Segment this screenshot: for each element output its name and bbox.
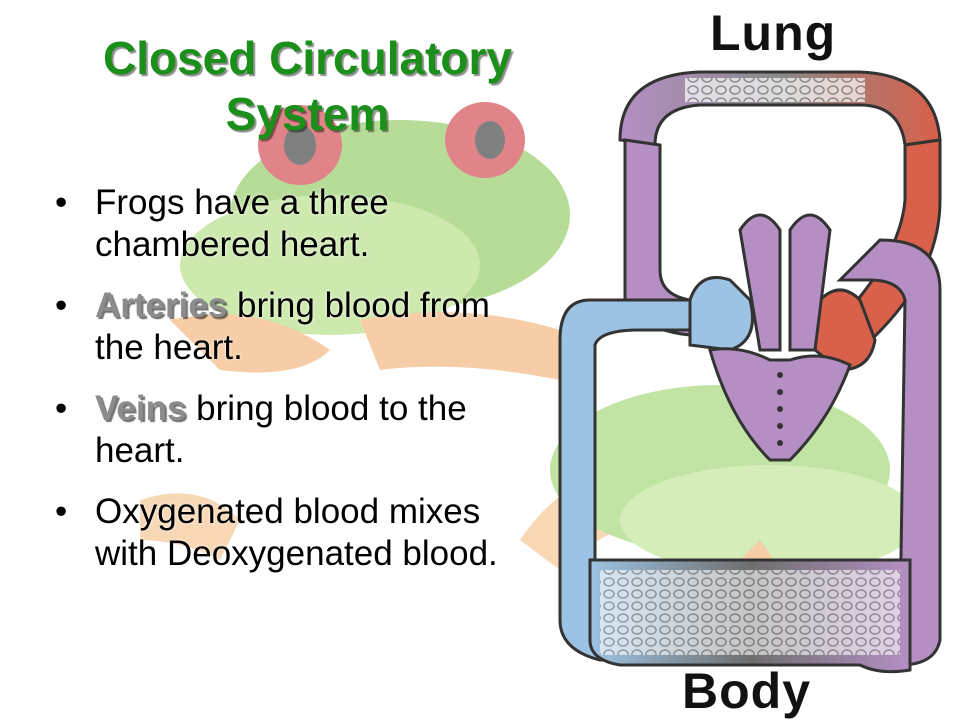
ventricle [708,347,852,462]
bullet-text: Oxygenated blood mixes with Deoxygenated… [95,492,498,573]
body-label: Body [682,663,811,719]
bullet-item: • Arteries bring blood from the heart. [55,285,525,369]
right-atrium [688,276,754,352]
title-line-1: Closed Circulatory [103,32,512,84]
circulation-diagram [558,70,942,674]
slide-title: Closed Circulatory System [40,30,575,142]
bullet-dot: • [55,389,68,428]
bullet-dot: • [55,183,68,222]
bullet-text: bring blood from the heart. [95,286,490,367]
bullet-item: • Veins bring blood to the heart. [55,388,525,472]
term-arteries: Arteries [95,286,228,325]
bullet-text: bring blood to the heart. [95,389,467,470]
bullet-text: Frogs have a three chambered heart. [95,183,389,264]
bullet-item: • Frogs have a three chambered heart. [55,182,525,266]
lung-capillary-bed [618,70,942,147]
bullet-item: • Oxygenated blood mixes with Deoxygenat… [55,491,525,575]
body-capillary-bed [588,558,912,674]
term-veins: Veins [95,389,187,428]
three-chambered-heart [688,213,877,462]
bullet-dot: • [55,286,68,325]
bullet-dot: • [55,492,68,531]
bullet-list: • Frogs have a three chambered heart. • … [55,182,525,594]
aorta [836,238,942,667]
lung-label: Lung [710,5,837,61]
title-line-2: System [225,88,390,140]
